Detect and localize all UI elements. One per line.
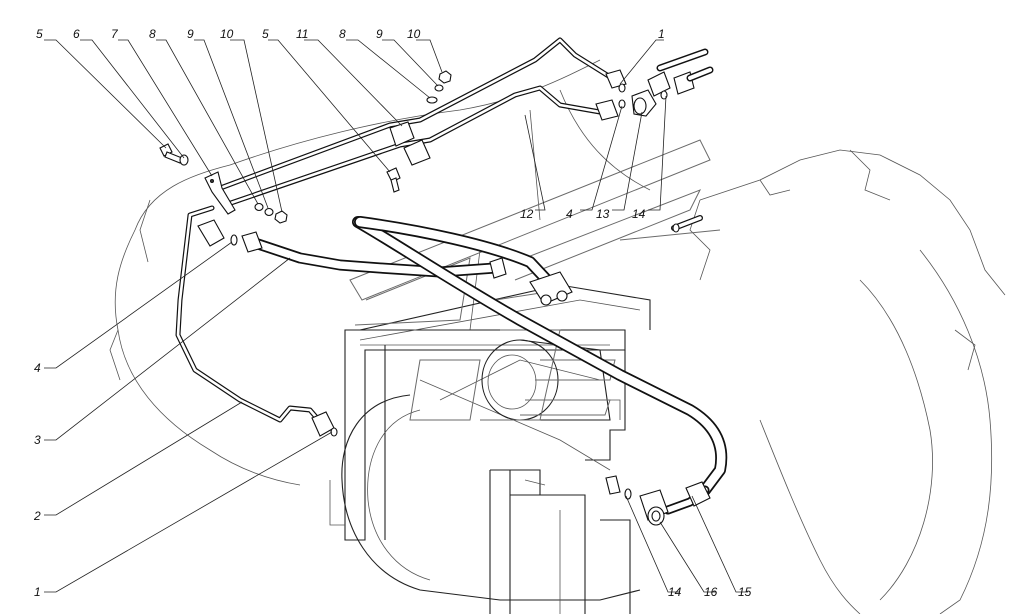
seal-ring-icon	[660, 90, 668, 100]
callout-11: 11	[296, 27, 308, 41]
bolt-icon	[159, 143, 183, 164]
fitting-icon	[605, 475, 621, 495]
hose-end-icon	[685, 481, 711, 507]
seal-ring-icon	[330, 427, 338, 437]
nut-icon	[274, 210, 288, 224]
engine-outline	[689, 149, 1006, 614]
spring-washer-icon	[264, 207, 274, 217]
callout-8b: 8	[339, 27, 346, 41]
leader-lines	[44, 39, 748, 593]
callout-3: 3	[34, 433, 41, 447]
frame-structure	[329, 284, 651, 541]
seal-ring-icon	[624, 488, 632, 500]
tee-fitting-icon	[197, 219, 225, 247]
callout-7: 7	[111, 27, 119, 41]
callout-14-right: 14	[632, 207, 646, 221]
pipe-left-loop	[175, 205, 325, 427]
seal-ring-icon	[618, 99, 626, 109]
washer-icon	[426, 96, 438, 104]
callout-13: 13	[596, 207, 610, 221]
bolt-icon	[386, 167, 401, 183]
union-nut-icon	[595, 99, 619, 121]
callout-1-top: 1	[658, 27, 665, 41]
hose-end-icon	[489, 257, 507, 279]
clamp-icon	[403, 139, 431, 166]
seal-ring-icon	[230, 234, 238, 246]
union-nut-icon	[605, 69, 627, 89]
air-tank	[341, 394, 641, 614]
pipe-upper-pair	[212, 37, 618, 208]
clamp-icon	[389, 121, 415, 147]
fitting-icon	[647, 71, 671, 97]
callout-9b: 9	[376, 27, 383, 41]
callout-4-left: 4	[34, 361, 41, 375]
washer-icon	[254, 202, 264, 212]
callout-10b: 10	[407, 27, 421, 41]
hose-flexible-left	[249, 237, 501, 278]
fittings	[159, 48, 714, 526]
callout-8: 8	[149, 27, 156, 41]
callout-16: 16	[704, 585, 718, 599]
callout-10: 10	[220, 27, 234, 41]
callout-1-bottom: 1	[34, 585, 41, 599]
nut-icon	[438, 70, 452, 84]
seal-ring-icon	[618, 83, 626, 93]
callout-9: 9	[187, 27, 194, 41]
callout-12: 12	[520, 207, 534, 221]
callout-labels: 5 6 7 8 9 10 5 11 8 9 10 1 12 4 13 14 4 …	[33, 27, 752, 599]
callout-5: 5	[36, 27, 43, 41]
callout-15: 15	[738, 585, 752, 599]
callout-14-bottom: 14	[668, 585, 682, 599]
hose-end-icon	[241, 231, 263, 253]
callout-5b: 5	[262, 27, 269, 41]
spring-washer-icon	[434, 84, 444, 92]
callout-4-right: 4	[566, 207, 573, 221]
callout-6: 6	[73, 27, 80, 41]
callout-2: 2	[33, 509, 41, 523]
washer-icon	[179, 154, 189, 166]
flange-icon	[633, 97, 647, 115]
